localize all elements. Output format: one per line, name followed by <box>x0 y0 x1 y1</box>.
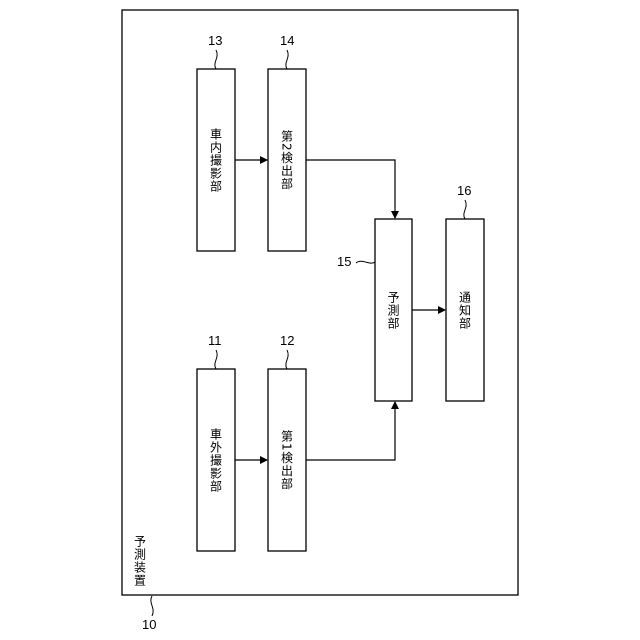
arrow-detector-1-to-predictor <box>306 402 395 460</box>
leader-11 <box>215 350 217 369</box>
label-notifier: 通知部 <box>446 219 484 401</box>
label-detector-1: 第1検出部 <box>268 369 306 551</box>
leader-14 <box>286 50 288 69</box>
leader-13 <box>215 50 217 69</box>
label-exterior-camera: 車外撮影部 <box>197 369 235 551</box>
arrow-detector-2-to-predictor <box>306 160 395 218</box>
leader-12 <box>286 350 288 369</box>
leader-10 <box>151 596 153 616</box>
ref-10: 10 <box>142 617 156 632</box>
label-detector-2: 第2検出部 <box>268 69 306 251</box>
label-interior-camera: 車内撮影部 <box>197 69 235 251</box>
ref-12: 12 <box>280 333 294 348</box>
label-device: 予測装置 <box>128 535 152 587</box>
ref-16: 16 <box>457 183 471 198</box>
leader-15 <box>356 261 375 263</box>
label-predictor: 予測部 <box>375 219 412 401</box>
ref-15: 15 <box>337 254 351 269</box>
ref-13: 13 <box>208 33 222 48</box>
ref-14: 14 <box>280 33 294 48</box>
ref-11: 11 <box>208 333 222 348</box>
leader-16 <box>464 200 466 219</box>
